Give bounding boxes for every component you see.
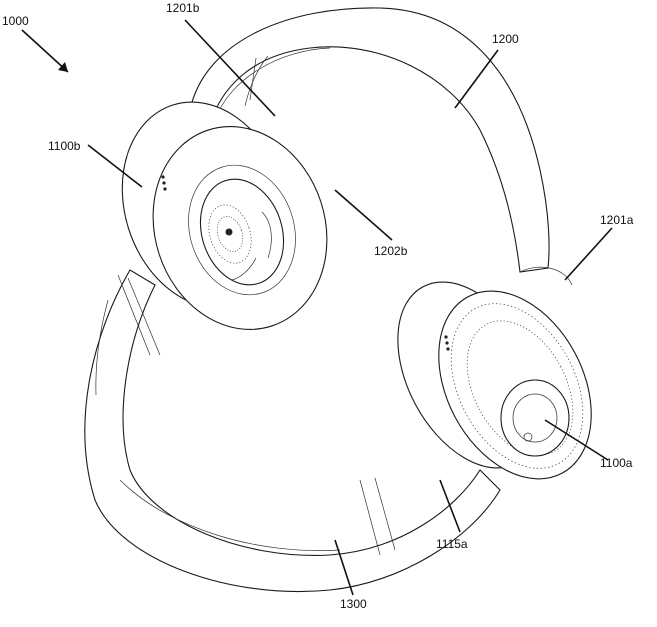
earcup-b	[121, 101, 328, 330]
label-1100b: 1100b	[48, 139, 81, 153]
label-1200: 1200	[492, 32, 519, 46]
label-1201a: 1201a	[600, 213, 634, 227]
leader-1115a	[439, 479, 461, 533]
label-1000: 1000	[2, 14, 29, 28]
leader-1100a	[544, 419, 609, 461]
assembly-arrow-line	[21, 29, 69, 73]
visor-band	[84, 269, 501, 593]
label-1300: 1300	[340, 597, 367, 611]
leader-1100b	[87, 144, 143, 188]
leader-1201b	[184, 19, 276, 117]
leader-1200	[454, 49, 499, 109]
label-1100a: 1100a	[600, 456, 633, 470]
leader-1202b	[334, 189, 393, 241]
assembly-arrow-head	[58, 62, 68, 72]
label-1115a: 1115a	[436, 537, 468, 551]
leader-1300	[334, 539, 354, 596]
leader-lines	[21, 19, 613, 596]
label-1201b: 1201b	[166, 1, 200, 15]
leader-1201a	[564, 227, 613, 281]
earcup-a	[397, 266, 592, 480]
label-1202b: 1202b	[374, 244, 408, 258]
